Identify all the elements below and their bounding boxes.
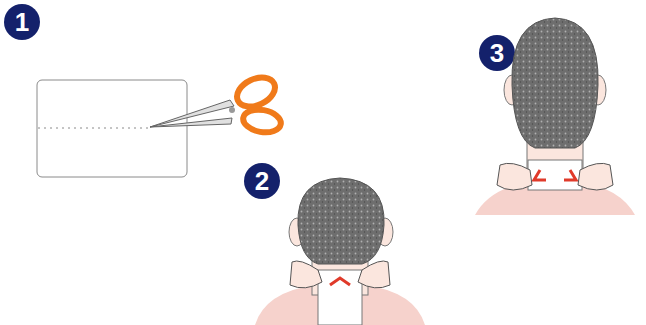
callout-circle xyxy=(479,35,515,71)
callout-number: 2 xyxy=(244,163,280,199)
callout-circle xyxy=(4,4,40,40)
callout-circle xyxy=(244,163,280,199)
person-figure xyxy=(255,178,425,325)
scissors xyxy=(150,72,283,135)
plaster-sheet xyxy=(37,80,187,177)
callout-number: 3 xyxy=(479,35,515,71)
cut-line xyxy=(38,128,150,129)
callout-number: 1 xyxy=(4,4,40,40)
person-figure xyxy=(475,18,635,215)
